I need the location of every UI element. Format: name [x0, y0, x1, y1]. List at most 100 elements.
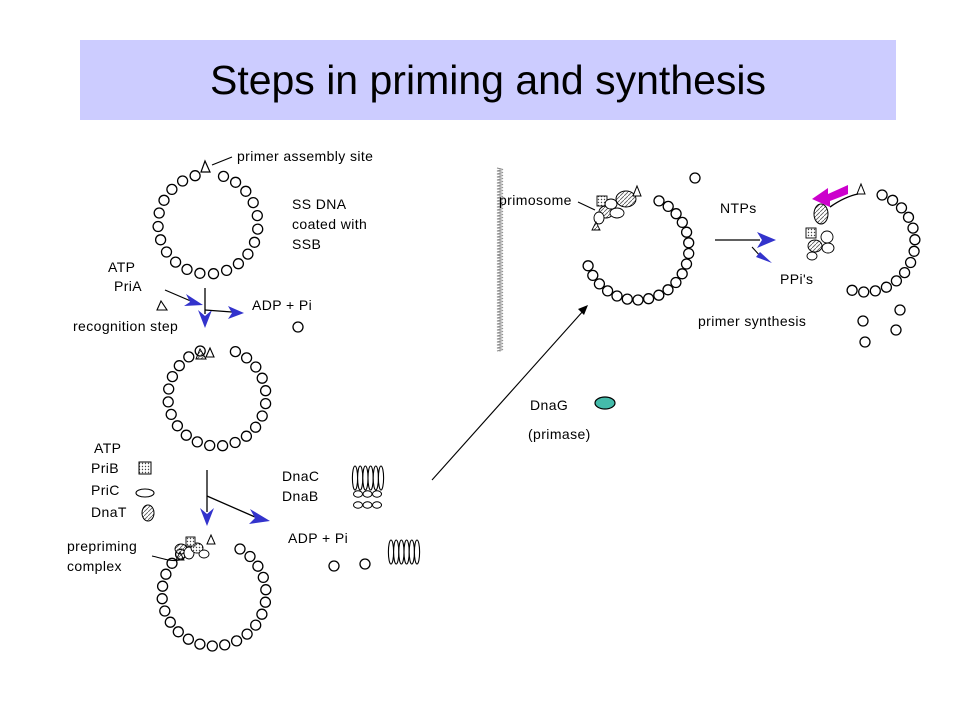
dnab-subunit [362, 465, 369, 491]
dnac-subunit [362, 490, 373, 498]
ssb-bead [206, 640, 218, 652]
dnac-subunit [362, 501, 373, 509]
ssb-bead [252, 560, 264, 572]
ssb-bead [587, 269, 599, 282]
ssb-bead [182, 633, 195, 645]
dnat-icon [141, 504, 155, 522]
primosome-pointer [577, 201, 596, 211]
primer-site-triangle-2 [205, 346, 215, 358]
label-complex: complex [67, 558, 122, 574]
ssb-bead [846, 284, 858, 296]
label-prib: PriB [91, 460, 119, 476]
pric-icon [135, 488, 155, 498]
ntps-arrow-head [757, 232, 776, 248]
primer-synthesis-dna-circle [846, 189, 921, 298]
ssb-bead [194, 267, 206, 279]
dnab-subunit [403, 539, 410, 565]
dnac-subunit [353, 501, 363, 509]
ssb-bead [582, 260, 594, 272]
dnab-subunit [387, 539, 395, 565]
ssb-bead [229, 176, 242, 188]
ssb-bead [898, 266, 911, 279]
ssb-bead [869, 285, 881, 297]
ssb-bead [676, 216, 688, 229]
label-ntps: NTPs [720, 200, 757, 216]
ssb-bead [252, 223, 264, 235]
ssb-bead [890, 275, 903, 287]
ssb-bead [172, 626, 184, 638]
ssb-bead [907, 222, 919, 234]
adp-out-arrow-2-head [249, 509, 270, 524]
membrane [496, 167, 504, 352]
ssb-bead [902, 211, 915, 223]
ssb-bead [251, 209, 263, 222]
ssb-bead [241, 628, 253, 640]
ssb-bead [256, 608, 268, 620]
ssb-bead [653, 195, 665, 207]
ssb-bead [248, 236, 261, 248]
ssb-bead [653, 289, 665, 301]
dnac-subunit [353, 490, 363, 498]
to-primosome-arrow [431, 309, 585, 481]
ssb-bead [173, 360, 185, 372]
label-atp-1: ATP [108, 259, 135, 275]
ssb-bead [670, 276, 682, 289]
ssb-bead [229, 436, 241, 449]
ssb-bead [621, 293, 633, 305]
ssb-bead [260, 584, 272, 596]
dnab-subunit [367, 465, 374, 491]
ssb-bead [183, 351, 195, 363]
ssb-bead [204, 439, 216, 452]
ssb-bead [154, 234, 167, 246]
ssb-bead [166, 183, 178, 196]
primer-site-triangle-1 [200, 159, 211, 173]
ssb-bead [240, 185, 252, 197]
label-coated-with: coated with [292, 216, 367, 232]
adp-out-arrow-1-head [228, 306, 244, 319]
ssb-bead [159, 605, 171, 617]
dnab-subunit [398, 539, 405, 565]
ssb-bead [152, 220, 164, 233]
dnab-subunit [377, 465, 385, 491]
free-ssb-bead [859, 336, 871, 348]
ssb-bead [680, 226, 693, 238]
ssb-bead [670, 208, 682, 220]
label-atp-2: ATP [94, 440, 121, 456]
ssb-bead [171, 420, 184, 432]
free-ssb-bead [292, 321, 304, 333]
free-ssb-bead [890, 324, 902, 336]
label-ppis: PPi's [780, 271, 813, 287]
ssb-bead [153, 207, 165, 219]
ssb-bead [249, 421, 262, 433]
ssb-bead [156, 593, 168, 605]
label-dnab: DnaB [282, 488, 319, 504]
ssb-bead [662, 200, 674, 213]
label-ss-dna: SS DNA [292, 196, 347, 212]
ssb-bead [156, 580, 169, 592]
dnab-released-hexamer [387, 539, 421, 565]
pria-in-arrow [164, 289, 194, 303]
ssb-bead [908, 245, 920, 257]
ssb-bead [256, 372, 268, 384]
label-primer-synthesis: primer synthesis [698, 313, 806, 329]
free-ssb-bead [857, 315, 869, 327]
ssb-bead [166, 370, 179, 383]
ssb-bead [247, 196, 259, 209]
ssb-bead [858, 286, 870, 298]
ssb-bead [207, 268, 220, 280]
ssb-bead [220, 264, 233, 277]
ssb-dna-circle-2 [162, 345, 272, 452]
ssb-bead [683, 247, 695, 260]
ssb-bead [219, 639, 231, 651]
prepriming-pointer [151, 555, 181, 562]
ssb-bead [181, 263, 193, 276]
ssb-bead [216, 440, 229, 452]
ssb-bead [611, 290, 623, 302]
ssb-bead [662, 284, 674, 296]
label-primer-assembly-site: primer assembly site [237, 148, 373, 164]
ssb-bead [259, 596, 272, 608]
dnab-subunit [372, 465, 379, 491]
step2-arrow-head [200, 508, 214, 526]
primer-direction-arrow [812, 185, 848, 207]
ssb-bead [904, 256, 917, 269]
